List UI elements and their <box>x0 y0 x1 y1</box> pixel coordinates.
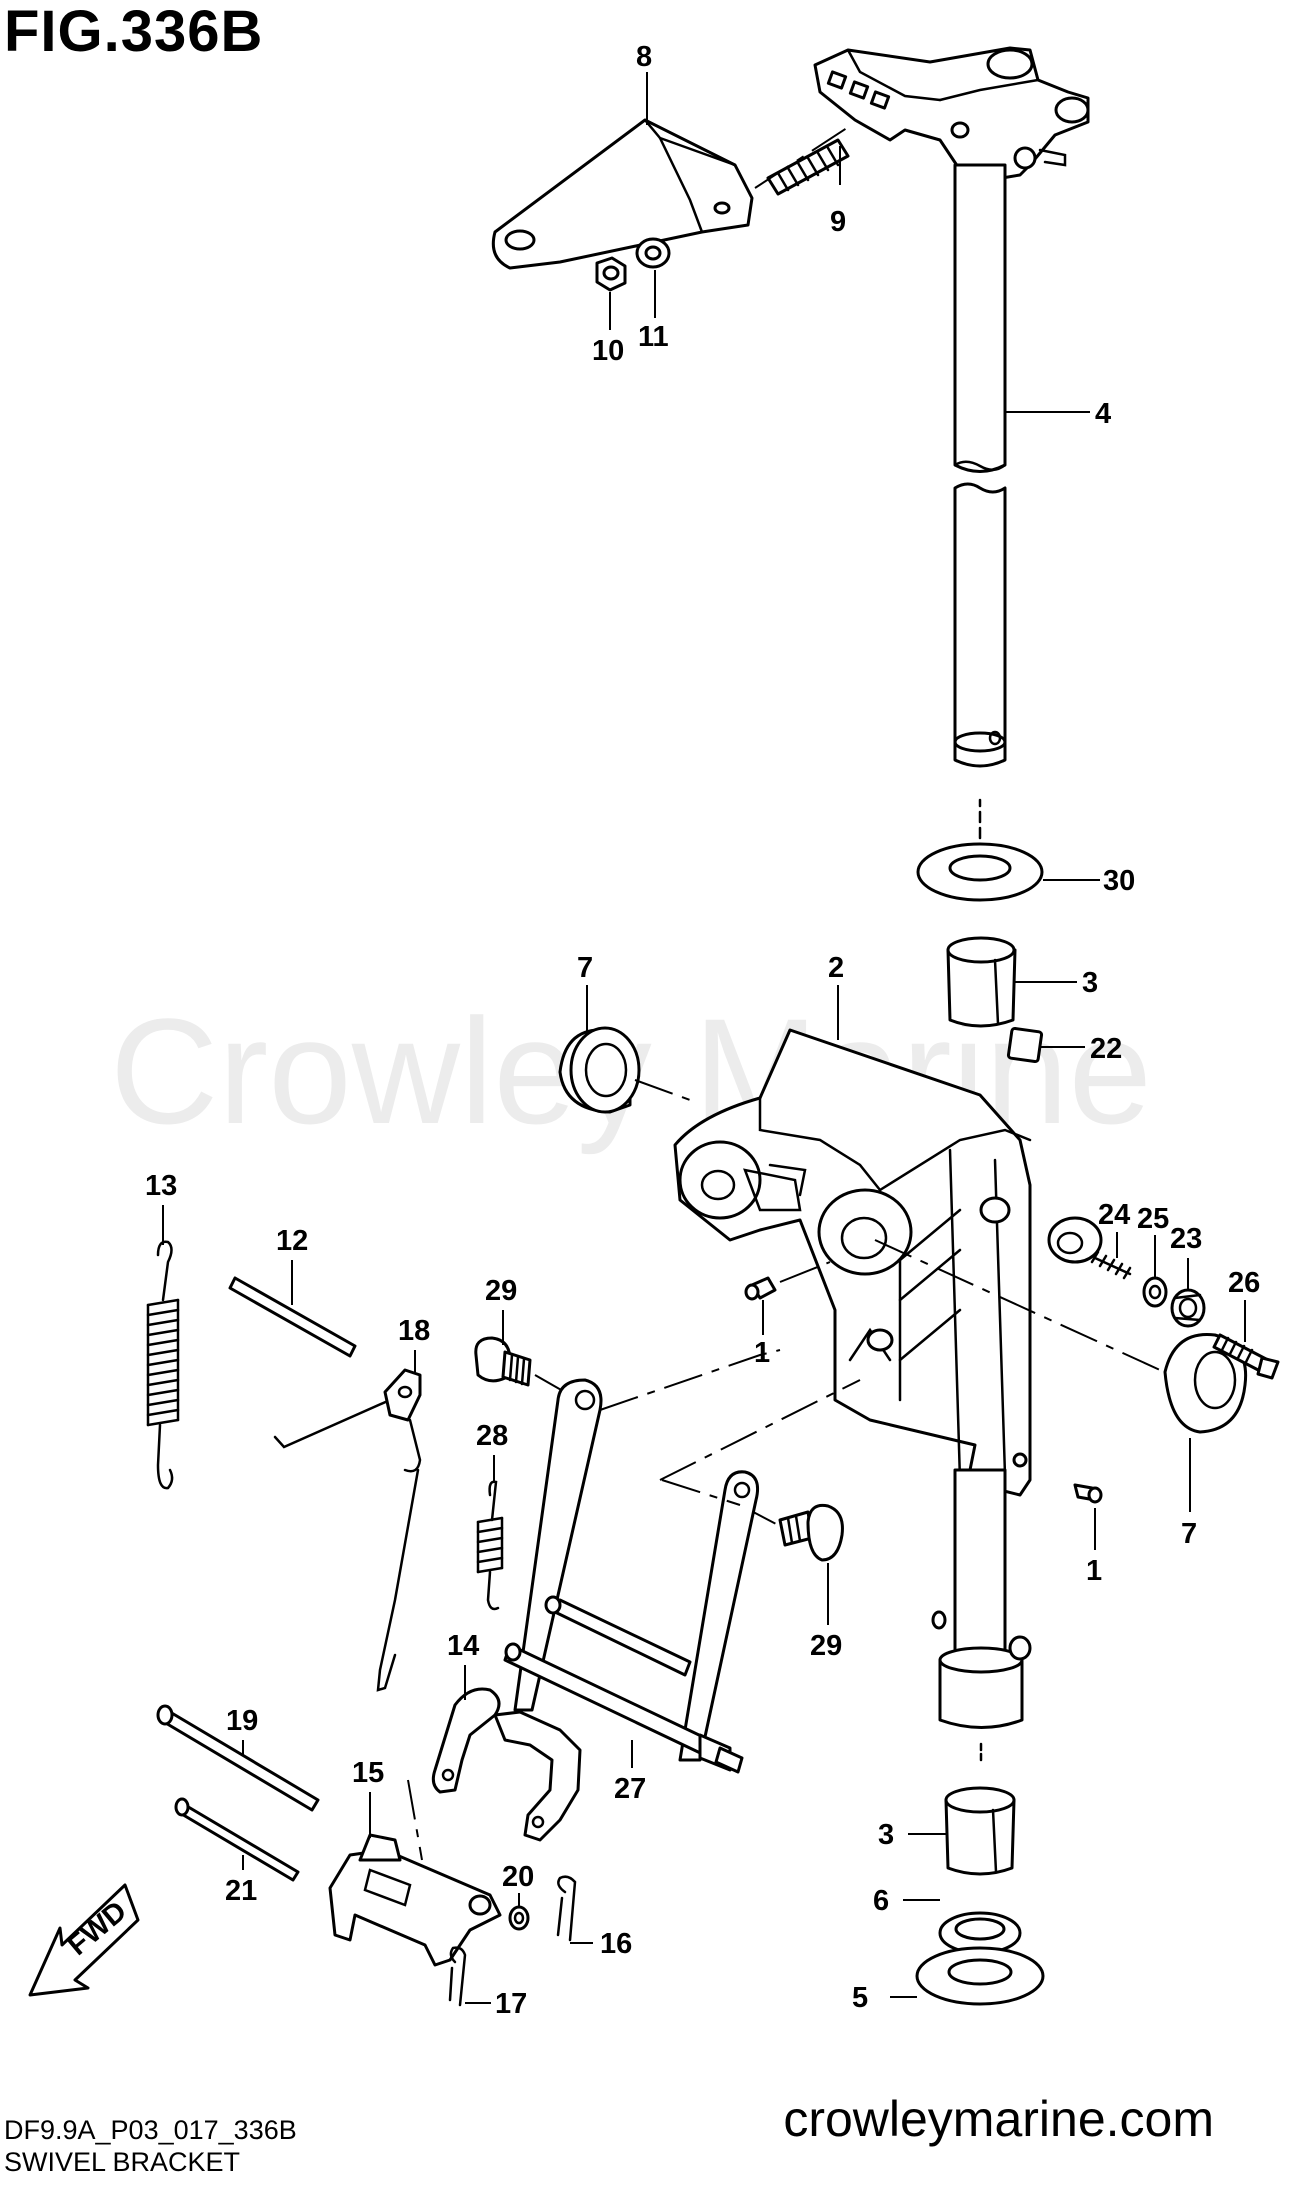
callout-numbers: 8 9 10 11 4 30 2 3 22 7 13 12 18 29 1 24… <box>145 41 1260 2020</box>
callout-29-lower: 29 <box>810 1630 842 1662</box>
callout-3-upper: 3 <box>1082 967 1098 999</box>
callout-25: 25 <box>1137 1203 1169 1235</box>
part-8-bracket-plate <box>491 118 754 270</box>
callout-23: 23 <box>1170 1223 1202 1255</box>
part-19-pin <box>156 1704 320 1812</box>
part-4-shaft-lower <box>953 482 1007 768</box>
part-28-spring <box>476 1480 504 1611</box>
part-15-lower-bracket <box>328 1833 502 1967</box>
callout-7-upper: 7 <box>577 952 593 984</box>
callout-2: 2 <box>828 952 844 984</box>
callout-19: 19 <box>226 1705 258 1737</box>
part-11-washer <box>635 237 671 269</box>
callout-30: 30 <box>1103 865 1135 897</box>
callout-15: 15 <box>352 1757 384 1789</box>
callout-18: 18 <box>398 1315 430 1347</box>
callout-11: 11 <box>638 321 669 353</box>
part-boss-right <box>1047 1216 1103 1264</box>
part-12-rod <box>228 1276 357 1358</box>
callout-21: 21 <box>225 1875 257 1907</box>
part-14-clip <box>431 1687 582 1842</box>
part-27-tilt-lock <box>503 1378 760 1774</box>
part-24-spring <box>1090 1250 1132 1280</box>
fwd-arrow-icon: FWD <box>28 1883 140 1997</box>
callout-9: 9 <box>830 206 846 238</box>
callout-24: 24 <box>1098 1199 1130 1231</box>
part-4-steering-head <box>813 46 1090 182</box>
part-3-bushing-lower <box>944 1786 1016 1876</box>
callout-6: 6 <box>873 1885 889 1917</box>
part-13-spring <box>146 1240 180 1490</box>
part-10-nut <box>595 256 627 292</box>
part-7-bushing-right <box>1163 1332 1248 1434</box>
diagram-code: DF9.9A_P03_017_336B <box>4 2115 297 2145</box>
part-23-knob <box>1170 1288 1206 1328</box>
part-29-bolt-lower <box>778 1503 844 1562</box>
part-21-pin <box>174 1797 300 1882</box>
callout-27: 27 <box>614 1773 646 1805</box>
callout-1-upper: 1 <box>754 1337 770 1369</box>
callout-28: 28 <box>476 1420 508 1452</box>
site-url: crowleymarine.com <box>783 2091 1214 2147</box>
callout-8: 8 <box>636 41 652 73</box>
part-9-spring <box>766 138 850 196</box>
diagram-caption: SWIVEL BRACKET <box>4 2147 241 2177</box>
figure-title: FIG.336B <box>4 0 264 64</box>
part-17-cotter-pin <box>448 1946 467 2007</box>
part-16-cotter-pin <box>556 1875 577 1942</box>
part-2-swivel-bracket <box>673 1028 1032 1497</box>
callout-3-lower: 3 <box>878 1819 894 1851</box>
part-3-bushing-upper <box>946 936 1017 1028</box>
leader-lines <box>162 72 1246 2004</box>
callout-14: 14 <box>447 1630 479 1662</box>
callout-1-lower: 1 <box>1086 1555 1102 1587</box>
callout-17: 17 <box>495 1988 527 2020</box>
part-7-bushing-left <box>558 1026 641 1114</box>
part-4-shaft-bottom <box>931 1468 1032 1729</box>
callout-16: 16 <box>600 1928 632 1960</box>
part-18-lever <box>273 1368 422 1692</box>
part-20-washer <box>508 1905 530 1931</box>
part-22-block <box>1006 1026 1044 1064</box>
part-6-washer <box>938 1911 1022 1955</box>
part-25-washer <box>1142 1276 1168 1308</box>
part-26-bolt <box>1212 1333 1280 1380</box>
callout-13: 13 <box>145 1170 177 1202</box>
part-4-shaft-upper <box>953 163 1007 473</box>
part-29-bolt-upper <box>474 1336 532 1387</box>
callout-22: 22 <box>1090 1033 1122 1065</box>
callout-4: 4 <box>1095 398 1111 430</box>
callout-5: 5 <box>852 1982 868 2014</box>
callout-29-upper: 29 <box>485 1275 517 1307</box>
part-1-grease-nipple-lower <box>1073 1483 1103 1504</box>
callout-20: 20 <box>502 1861 534 1893</box>
part-30-washer <box>916 842 1044 902</box>
callout-12: 12 <box>276 1225 308 1257</box>
callout-7-lower: 7 <box>1181 1518 1197 1550</box>
part-1-grease-nipple-upper <box>744 1276 777 1301</box>
part-5-washer <box>915 1946 1045 2006</box>
callout-26: 26 <box>1228 1267 1260 1299</box>
callout-10: 10 <box>592 335 624 367</box>
